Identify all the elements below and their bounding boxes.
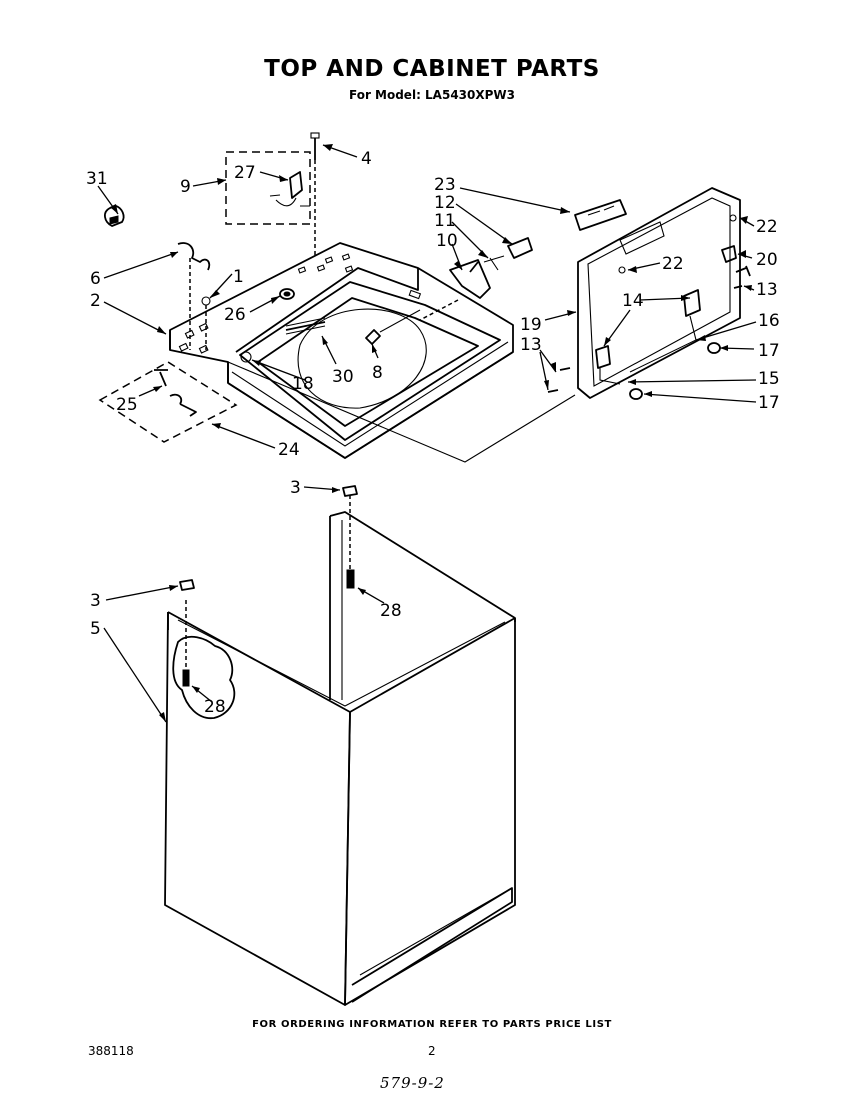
screw-part-1	[201, 296, 211, 350]
lid-handle-part-23	[574, 199, 627, 231]
callout-27: 27	[234, 163, 256, 183]
callout-4: 4	[361, 149, 372, 169]
page-number: 2	[428, 1044, 436, 1058]
callout-23: 23	[434, 175, 456, 195]
screw-part-8	[365, 309, 421, 345]
callout-22-inner: 22	[662, 254, 684, 274]
callout-24: 24	[278, 440, 300, 460]
clip-part-31	[104, 205, 125, 227]
callout-11: 11	[434, 211, 456, 231]
arrowheads	[110, 144, 752, 722]
callout-9: 9	[180, 177, 191, 197]
callout-3-back: 3	[290, 478, 301, 498]
top-panel	[169, 242, 514, 459]
callout-13-right: 13	[756, 280, 778, 300]
callout-26: 26	[224, 305, 246, 325]
screw-part-4	[310, 132, 320, 255]
lid-assembly	[547, 187, 751, 400]
document-number: 388118	[88, 1044, 134, 1058]
model-subtitle: For Model: LA5430XPW3	[348, 88, 516, 102]
callout-17-lower: 17	[758, 393, 780, 413]
callout-13-left: 13	[520, 335, 542, 355]
callout-1: 1	[233, 267, 244, 287]
callout-28-front: 28	[204, 697, 226, 717]
callout-6: 6	[90, 269, 101, 289]
callout-28-back: 28	[380, 601, 402, 621]
callout-labels: 4 31 27 9 23 12 11 10 22 20 22 6 1 2 26 …	[86, 149, 780, 717]
handwritten-code: 579-9-2	[380, 1074, 445, 1092]
callout-14: 14	[622, 291, 644, 311]
callout-16: 16	[758, 311, 780, 331]
switch-bracket-parts-10-12	[419, 237, 533, 321]
callout-3-front: 3	[90, 591, 101, 611]
cabinet	[164, 485, 516, 1006]
callout-15: 15	[758, 369, 780, 389]
ordering-note: FOR ORDERING INFORMATION REFER TO PARTS …	[252, 1019, 612, 1030]
callout-25: 25	[116, 395, 138, 415]
callout-31: 31	[86, 169, 108, 189]
callout-17-upper: 17	[758, 341, 780, 361]
callout-18: 18	[292, 374, 314, 394]
callout-12: 12	[434, 193, 456, 213]
callout-2: 2	[90, 291, 101, 311]
part-9-group	[225, 151, 311, 225]
callout-5: 5	[90, 619, 101, 639]
callout-22-top: 22	[756, 217, 778, 237]
callout-30: 30	[332, 367, 354, 387]
leader-lines	[97, 144, 757, 723]
page-title: TOP AND CABINET PARTS	[264, 56, 600, 82]
callout-20: 20	[756, 250, 778, 270]
part-24-group	[98, 361, 238, 443]
callout-10: 10	[436, 231, 458, 251]
callout-19: 19	[520, 315, 542, 335]
grommet-part-26	[279, 288, 295, 300]
callout-8: 8	[372, 363, 383, 383]
bracket-part-6	[177, 242, 211, 350]
